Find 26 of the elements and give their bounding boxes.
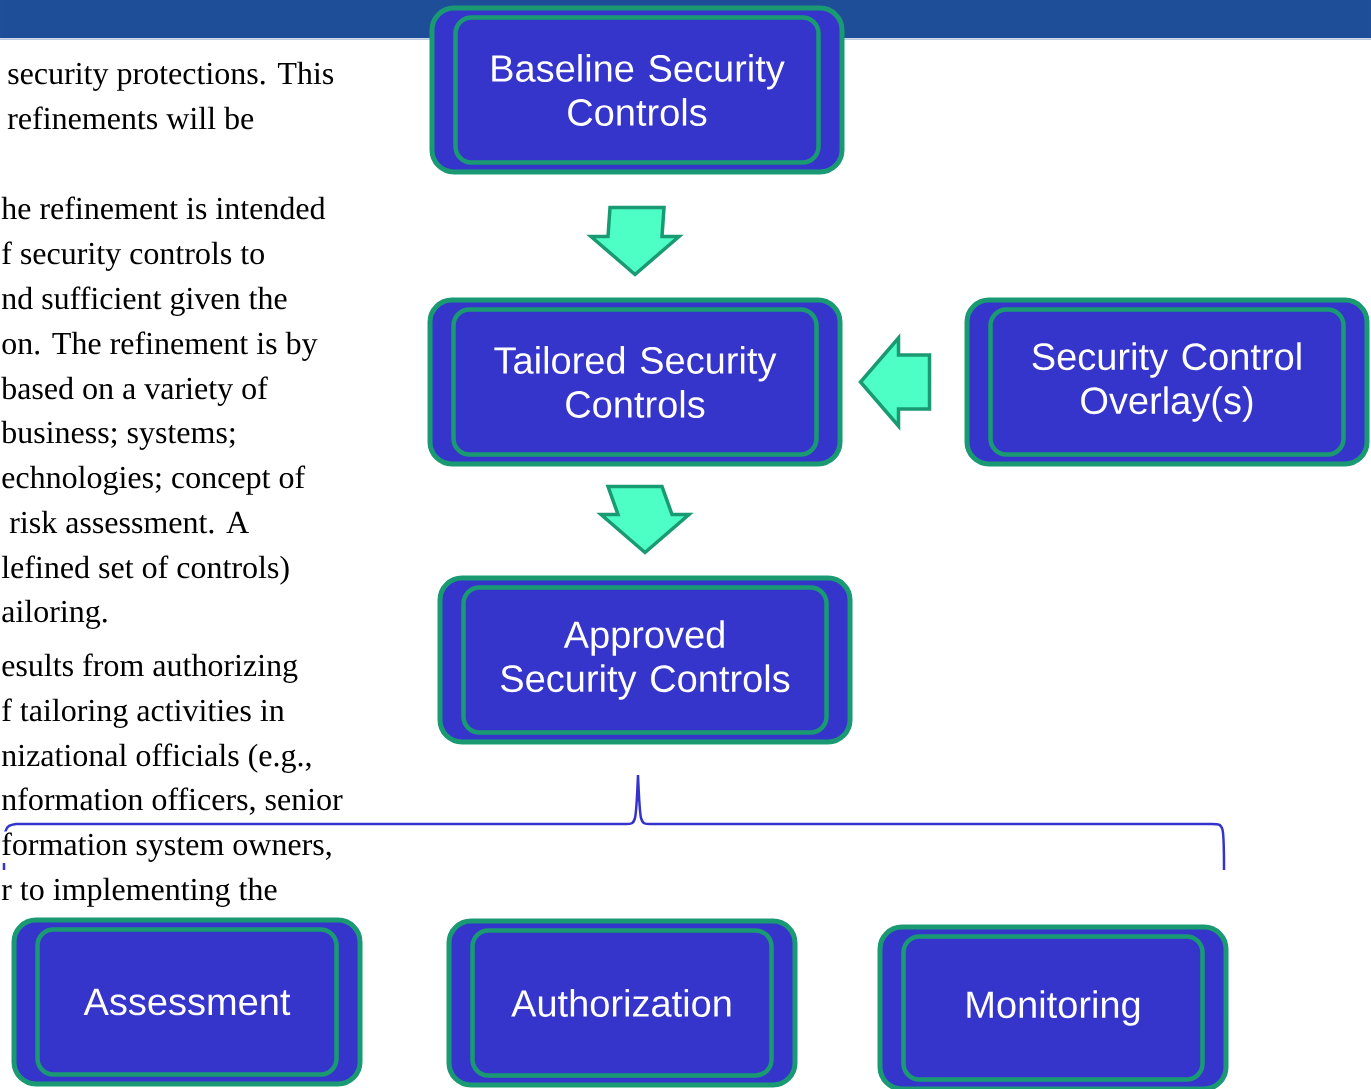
process-box: Authorization xyxy=(446,918,798,1088)
block-arrow xyxy=(858,333,932,431)
paragraph-line: esults from authorizing xyxy=(0,652,300,684)
paragraph-line: on. The refinement is by xyxy=(0,330,319,362)
paragraph-line: business; systems; xyxy=(0,419,238,451)
paragraph-line: echnologies; concept of xyxy=(0,464,307,496)
paragraph-line: lefined set of controls) xyxy=(0,554,291,586)
paragraph-line: risk assessment. A xyxy=(8,509,251,535)
paragraph-line: refinements will be xyxy=(6,105,256,131)
paragraph-line: ailoring. xyxy=(0,598,110,630)
paragraph-line: nd sufficient given the xyxy=(0,285,289,317)
process-box: Approved Security Controls xyxy=(437,575,853,745)
process-box: Security Control Overlay(s) xyxy=(964,297,1370,467)
block-arrow xyxy=(596,484,694,555)
paragraph-line: security protections. This xyxy=(6,60,336,92)
block-arrow xyxy=(586,205,684,277)
paragraph-line: he refinement is intended xyxy=(0,195,327,221)
paragraph-line: based on a variety of xyxy=(0,375,269,407)
process-box: Monitoring xyxy=(877,924,1229,1089)
process-box: Assessment xyxy=(11,917,363,1087)
paragraph-line: nformation officers, senior xyxy=(0,786,344,816)
process-box: Baseline Security Controls xyxy=(429,5,845,175)
paragraph-line: f security controls to xyxy=(0,240,267,272)
paragraph-line: f tailoring activities in xyxy=(0,697,286,729)
paragraph-line: nizational officials (e.g., xyxy=(0,742,314,774)
process-box: Tailored Security Controls xyxy=(427,297,843,467)
